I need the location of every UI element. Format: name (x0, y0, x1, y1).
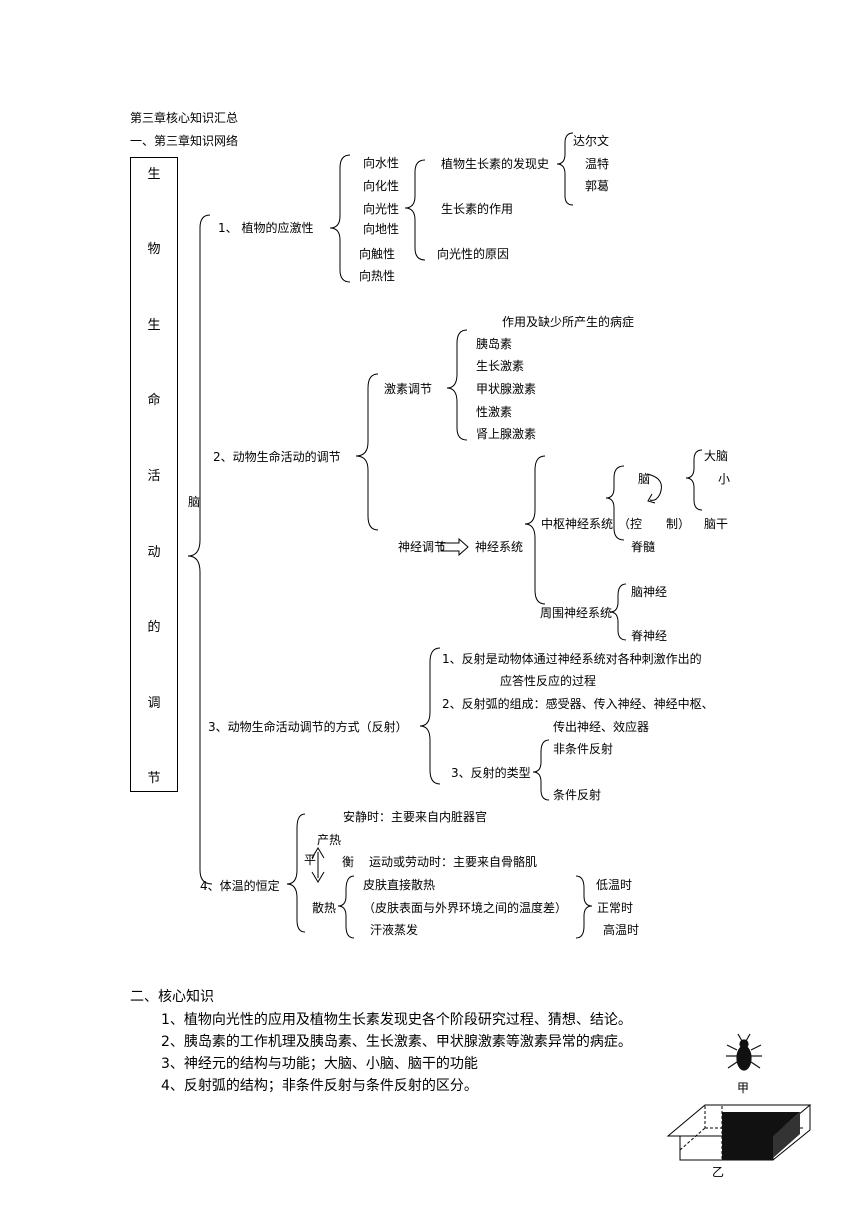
hormone-regulation-label: 激素调节 (384, 382, 433, 396)
sweat-evaporation: 汗液蒸发 (370, 923, 419, 937)
phototropism-cause-label: 向光性的原因 (437, 247, 510, 261)
reflex-definition-line1: 1、反射是动物体通过神经系统对各种刺激作出的 (442, 652, 702, 666)
scientist-item: 达尔文 (573, 134, 610, 148)
peripheral-part-item: 脊神经 (631, 629, 668, 643)
tropism-item: 向化性 (363, 179, 400, 193)
rest-heat-source: 安静时：主要来自内脏器官 (343, 810, 488, 824)
body-temp-label: 4、体温的恒定 (200, 879, 280, 893)
insect-icon (726, 1033, 762, 1071)
vertical-title-char: 的 (147, 620, 161, 635)
reflex-arc-line2: 传出神经、效应器 (553, 720, 650, 734)
reflex-type-item: 条件反射 (553, 788, 602, 802)
brain-marker: 脑 (188, 495, 201, 509)
neural-regulation-label: 神经调节 (398, 540, 447, 554)
heat-production-label: 产热 (317, 833, 342, 847)
vertical-title-char: 命 (147, 393, 161, 408)
peripheral-ns-label: 周围神经系统 (540, 606, 613, 620)
hormone-item: 性激素 (476, 405, 513, 419)
scientist-item: 郭葛 (585, 179, 610, 193)
vertical-title-char: 节 (147, 771, 161, 786)
exercise-heat-source: 运动或劳动时：主要来自骨骼肌 (369, 855, 538, 869)
core-item: 1、植物向光性的应用及植物生长素发现史各个阶段研究过程、猜想、结论。 (161, 1012, 632, 1028)
tropism-item: 向光性 (363, 202, 400, 216)
tropism-item: 向地性 (363, 222, 400, 236)
tropism-item: 向水性 (363, 156, 400, 170)
reflex-definition-line2: 应答性反应的过程 (500, 674, 597, 688)
vertical-title-box: 生 物 生 命 活 动 的 调 节 (130, 157, 178, 792)
control-label: （控 制） (618, 517, 691, 531)
figure-label-b: 乙 (712, 1165, 725, 1179)
hormone-item: 肾上腺激素 (476, 427, 537, 441)
vertical-title-char: 生 (147, 318, 161, 333)
vertical-title-char: 动 (147, 545, 161, 560)
skin-temp-note: （皮肤表面与外界环境之间的温度差） (363, 901, 568, 915)
temp-condition-item: 低温时 (596, 878, 633, 892)
balance-label-b: 衡 (342, 855, 355, 869)
brain-part-item: 脑干 (704, 517, 729, 531)
core-item: 2、胰岛素的工作机理及胰岛素、生长激素、甲状腺激素等激素异常的病症。 (161, 1034, 632, 1050)
tropism-item: 向热性 (359, 269, 396, 283)
vertical-title-char: 活 (147, 469, 161, 484)
plant-irritability-label: 1、 植物的应激性 (218, 221, 314, 235)
brain-part-item: 大脑 (704, 449, 729, 463)
vertical-title-char: 物 (147, 242, 161, 257)
reflex-type-item: 非条件反射 (553, 742, 614, 756)
brain-label: 脑 (638, 472, 651, 486)
heat-loss-label: 散热 (312, 901, 337, 915)
vertical-title-char: 生 (147, 167, 161, 182)
section-2-heading: 二、核心知识 (130, 989, 214, 1005)
auxin-function-label: 生长素的作用 (441, 202, 514, 216)
vertical-title-char: 调 (147, 696, 161, 711)
scientist-item: 温特 (585, 157, 610, 171)
auxin-history-label: 植物生长素的发现史 (441, 157, 550, 171)
reflex-label: 3、动物生命活动调节的方式（反射） (208, 720, 408, 734)
hormone-item: 甲状腺激素 (476, 382, 537, 396)
hormone-item: 生长激素 (476, 359, 525, 373)
reflex-types-label: 3、反射的类型 (451, 766, 531, 780)
reflex-arc-line1: 2、反射弧的组成：感受器、传入神经、神经中枢、 (442, 697, 714, 711)
core-item: 4、反射弧的结构；非条件反射与条件反射的区分。 (161, 1078, 478, 1094)
central-ns-label: 中枢神经系统 (541, 517, 614, 531)
skin-heat-loss: 皮肤直接散热 (363, 878, 436, 892)
figure-label-a: 甲 (737, 1081, 750, 1095)
animal-regulation-label: 2、动物生命活动的调节 (213, 450, 341, 464)
hormone-header: 作用及缺少所产生的病症 (502, 315, 635, 329)
page-title: 第三章核心知识汇总 (130, 111, 239, 125)
peripheral-part-item: 脑神经 (631, 585, 668, 599)
nervous-system-label: 神经系统 (475, 540, 524, 554)
tropism-item: 向触性 (359, 247, 396, 261)
spinal-cord-label: 脊髓 (631, 540, 656, 554)
temp-condition-item: 正常时 (597, 901, 634, 915)
balance-label-a: 平 (304, 853, 317, 867)
temp-condition-item: 高温时 (603, 923, 640, 937)
hormone-item: 胰岛素 (476, 337, 513, 351)
core-item: 3、神经元的结构与功能；大脑、小脑、脑干的功能 (161, 1056, 478, 1072)
brain-part-item: 小 (718, 472, 731, 486)
section-1-heading: 一、第三章知识网络 (130, 134, 239, 148)
